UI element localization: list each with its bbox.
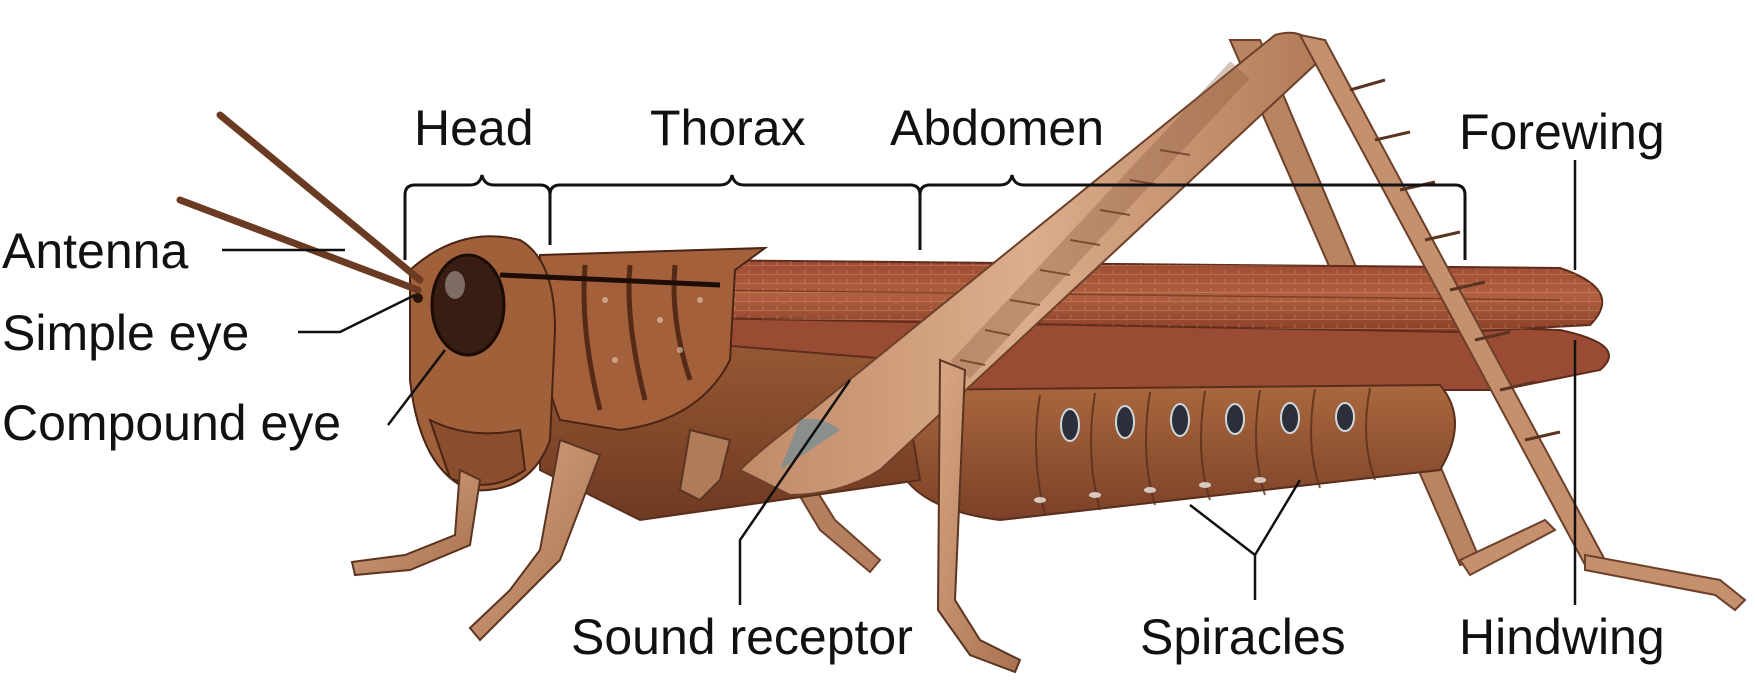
- antennae: [180, 115, 420, 290]
- compound-eye-shape: [432, 255, 504, 355]
- abdomen-label: Abdomen: [890, 103, 1104, 153]
- spiracles-label: Spiracles: [1140, 612, 1346, 662]
- simple-eye-label: Simple eye: [2, 308, 249, 358]
- head-label: Head: [414, 103, 534, 153]
- antenna-label: Antenna: [2, 226, 188, 276]
- sound-receptor-label: Sound receptor: [571, 612, 913, 662]
- hindwing-label: Hindwing: [1459, 612, 1665, 662]
- abdomen-shape: [900, 385, 1455, 520]
- spiracles-leader: [1190, 480, 1300, 600]
- simple-eye-leader: [298, 295, 415, 332]
- compound-eye-label: Compound eye: [2, 398, 341, 448]
- forewing-label: Forewing: [1459, 107, 1665, 157]
- thorax-label: Thorax: [650, 103, 806, 153]
